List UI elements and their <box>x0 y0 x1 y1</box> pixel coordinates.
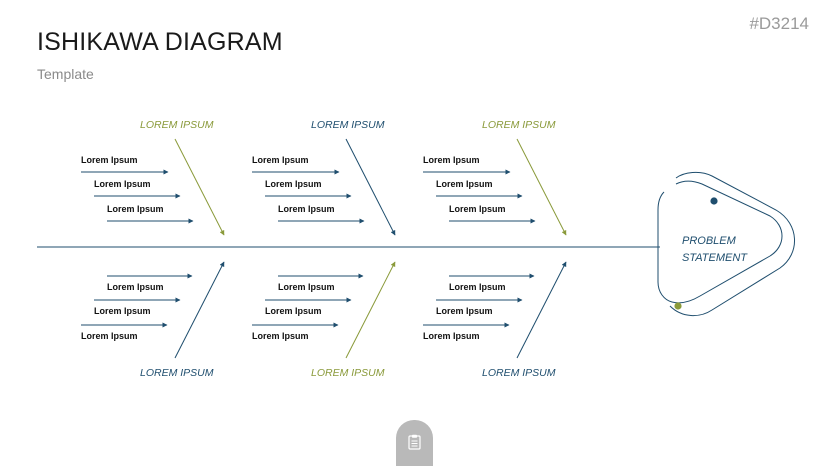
category-label: LOREM IPSUM <box>311 367 385 379</box>
category-bone-arrow <box>174 261 225 359</box>
cause-label: Lorem Ipsum <box>423 155 480 165</box>
cause-label: Lorem Ipsum <box>94 306 151 316</box>
cause-label: Lorem Ipsum <box>81 155 138 165</box>
head-dot-green <box>674 302 682 310</box>
category-label: LOREM IPSUM <box>482 367 556 379</box>
cause-label: Lorem Ipsum <box>94 179 151 189</box>
category-label: LOREM IPSUM <box>140 367 214 379</box>
template-code: #D3214 <box>749 14 809 33</box>
cause-label: Lorem Ipsum <box>252 331 309 341</box>
problem-statement-line1: PROBLEM <box>682 235 737 247</box>
clipboard-icon <box>408 434 421 450</box>
cause-label: Lorem Ipsum <box>436 306 493 316</box>
cause-label: Lorem Ipsum <box>107 204 164 214</box>
category-label: LOREM IPSUM <box>140 119 214 131</box>
cause-label: Lorem Ipsum <box>265 306 322 316</box>
category-label: LOREM IPSUM <box>482 119 556 131</box>
cause-label: Lorem Ipsum <box>265 179 322 189</box>
cause-label: Lorem Ipsum <box>107 282 164 292</box>
fish-head: PROBLEM STATEMENT <box>657 171 795 316</box>
cause-label: Lorem Ipsum <box>252 155 309 165</box>
cause-label: Lorem Ipsum <box>449 282 506 292</box>
category-bone-arrow <box>345 261 396 359</box>
head-dot-blue <box>710 197 718 205</box>
category-bone-arrow <box>345 138 396 236</box>
cause-label: Lorem Ipsum <box>423 331 480 341</box>
footer-tab[interactable] <box>396 420 433 466</box>
cause-label: Lorem Ipsum <box>278 204 335 214</box>
category-bone-arrow <box>516 138 567 236</box>
category-label: LOREM IPSUM <box>311 119 385 131</box>
category-bone-arrow <box>174 138 225 236</box>
cause-label: Lorem Ipsum <box>278 282 335 292</box>
page-subtitle: Template <box>37 66 94 82</box>
fish-head-inner <box>657 180 783 304</box>
problem-statement-line2: STATEMENT <box>682 252 748 264</box>
cause-label: Lorem Ipsum <box>436 179 493 189</box>
cause-label: Lorem Ipsum <box>449 204 506 214</box>
fish-head-outer <box>669 171 795 316</box>
page-title: ISHIKAWA DIAGRAM <box>37 28 283 56</box>
category-bone-arrow <box>516 261 567 359</box>
cause-label: Lorem Ipsum <box>81 331 138 341</box>
